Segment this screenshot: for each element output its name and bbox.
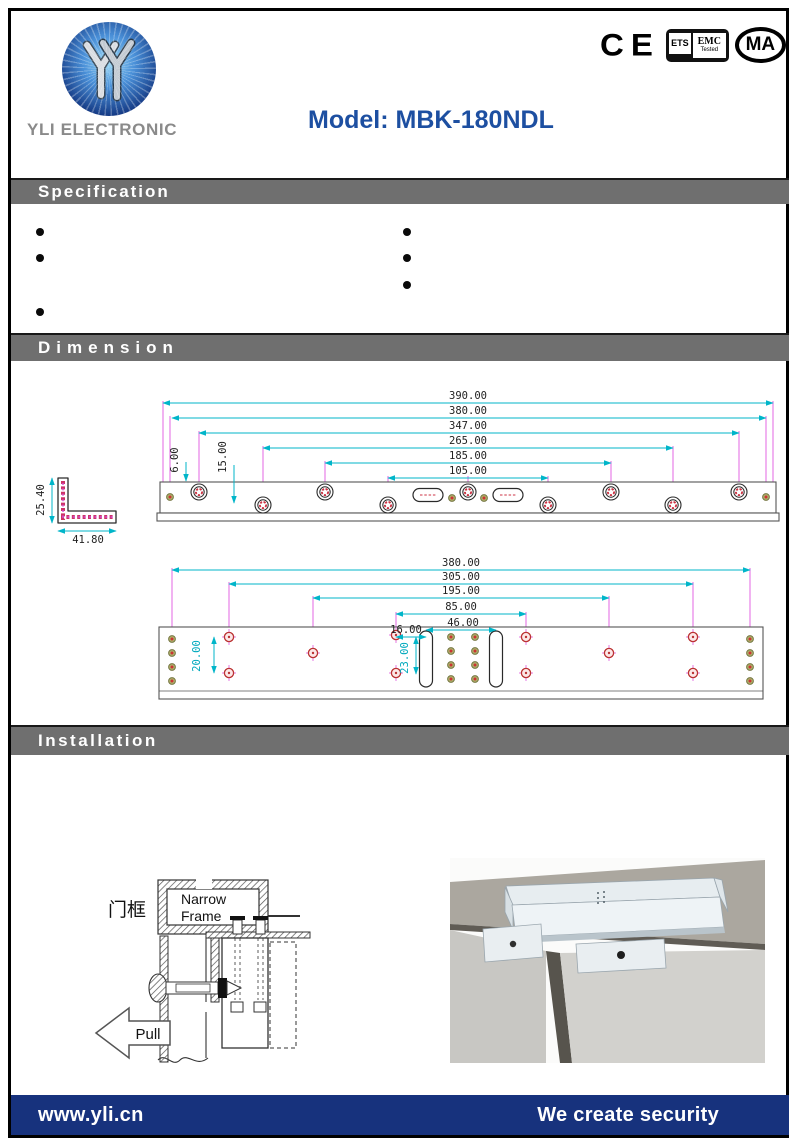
website-text: www.yli.cn: [38, 1103, 144, 1126]
door-frame-cn-label: 门框: [108, 899, 146, 921]
ce-mark-icon: CE: [600, 26, 660, 63]
maglock-bracket: [504, 877, 729, 943]
logo-y-icon: [82, 38, 136, 102]
spec-bullet: [403, 281, 411, 289]
spec-bullet: [36, 228, 44, 236]
emc-badge-icon: ETS EMC Tested: [665, 28, 729, 62]
section-bar-specification: Specification: [11, 178, 789, 204]
spec-bullet: [36, 254, 44, 262]
model-title: Model: MBK-180NDL: [308, 106, 554, 134]
dim-label: 390.00: [449, 390, 487, 402]
dim-label: 46.00: [447, 617, 479, 629]
z-bracket-plate: [482, 923, 544, 963]
armature-plate: [575, 938, 667, 974]
dim-label: 380.00: [449, 405, 487, 417]
pull-arrow-icon: Pull: [94, 1006, 171, 1060]
pull-label: Pull: [135, 1026, 160, 1043]
dim-label: 85.00: [445, 601, 477, 613]
dim-label: 195.00: [442, 585, 480, 597]
section-label-dimension: Dimension: [38, 338, 179, 357]
frame-label: Frame: [181, 908, 222, 924]
dimension-bottom-view: 380.00 305.00 195.00 85.00 46.00 16.00 2…: [158, 557, 764, 700]
dim-label: 20.00: [191, 640, 203, 672]
section-bar-installation: Installation: [11, 725, 789, 755]
spec-bullet: [36, 308, 44, 316]
dim-label: 41.80: [72, 534, 104, 546]
company-name: YLI ELECTRONIC: [27, 120, 178, 139]
spec-bullet: [403, 254, 411, 262]
dim-label: 105.00: [449, 465, 487, 477]
dim-label: 15.00: [217, 441, 229, 473]
certification-marks: CE ETS EMC Tested MA: [600, 24, 786, 66]
logo-rays: [62, 22, 156, 116]
section-bar-dimension: Dimension: [11, 333, 789, 361]
ma-mark-icon: MA: [734, 27, 786, 63]
dim-label: 347.00: [449, 420, 487, 432]
emc-subtitle: Tested: [700, 46, 719, 53]
slogan-text: We create security: [537, 1103, 719, 1126]
dim-label: 265.00: [449, 435, 487, 447]
dim-label: 16.00: [390, 624, 422, 636]
door-right: [560, 950, 765, 1063]
installation-diagram-left: Narrow Frame 门框 Pull: [94, 877, 311, 1063]
dimension-drawing: 25.40 41.80: [35, 390, 780, 700]
footer-bar: www.yli.cn We create security: [11, 1095, 789, 1135]
dim-label: 25.40: [35, 484, 47, 516]
installation-photo-right: [450, 858, 765, 1063]
frame-label: Narrow: [181, 891, 227, 907]
emc-lab-logo: ETS: [668, 32, 691, 58]
emc-title: EMC: [697, 35, 721, 47]
dim-label: 185.00: [449, 450, 487, 462]
through-bolt: [148, 973, 243, 1003]
dim-label: 6.00: [169, 447, 181, 472]
spec-bullet: [403, 228, 411, 236]
side-profile-drawing: 25.40 41.80: [35, 477, 117, 546]
dim-label: 305.00: [442, 571, 480, 583]
dimension-top-view: 390.00 380.00 347.00 265.00 185.00 105.0…: [156, 390, 780, 522]
dim-label: 380.00: [442, 557, 480, 569]
narrow-frame: Narrow Frame: [157, 877, 300, 949]
section-label-installation: Installation: [38, 731, 158, 750]
section-label-specification: Specification: [38, 182, 170, 201]
door-left: [450, 930, 546, 1063]
company-logo: [62, 22, 156, 116]
dim-label: 23.00: [399, 642, 411, 674]
